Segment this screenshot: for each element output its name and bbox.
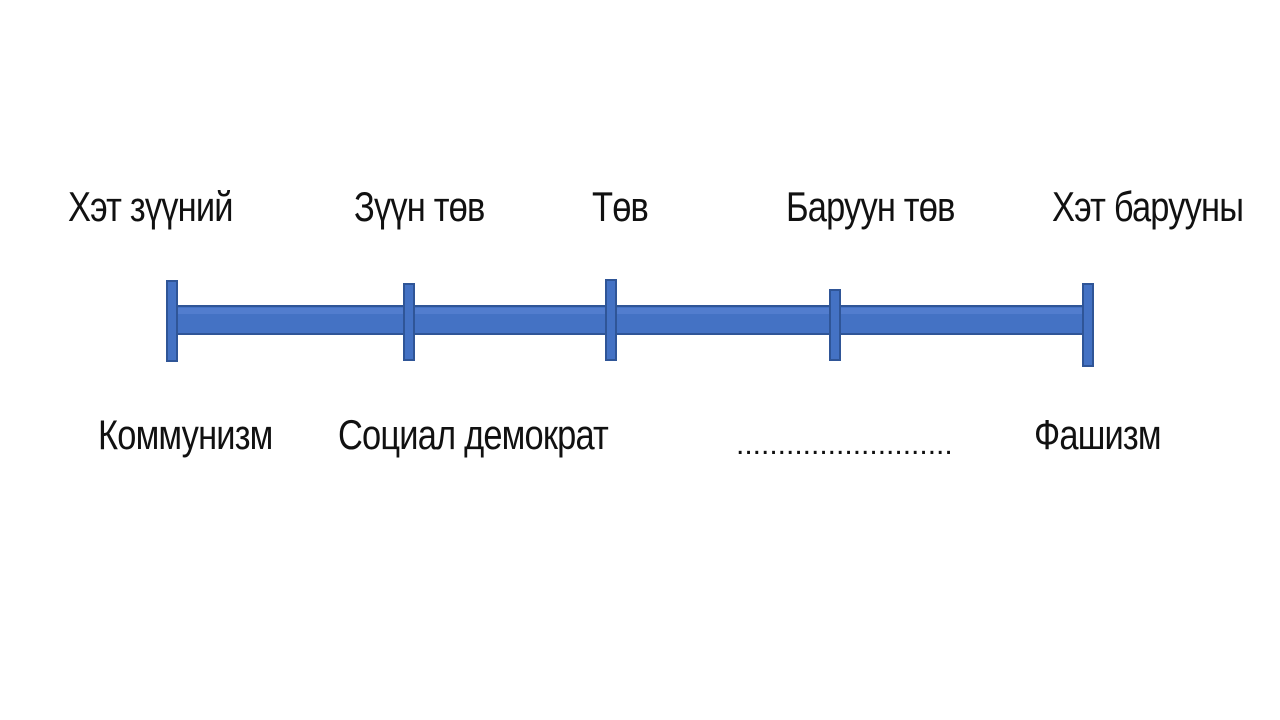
label-center-right: Баруун төв [786, 183, 955, 230]
label-communism: Коммунизм [98, 411, 273, 458]
label-center: Төв [592, 183, 649, 230]
spectrum-bar-highlight [174, 308, 1088, 314]
label-far-left: Хэт зүүний [68, 183, 233, 230]
label-center-left: Зүүн төв [354, 183, 485, 230]
label-fascism: Фашизм [1034, 411, 1162, 458]
label-social-democracy: Социал демократ [338, 411, 609, 458]
tick-center [605, 279, 617, 361]
tick-far-right [1082, 283, 1094, 367]
label-far-right: Хэт барууны [1052, 183, 1244, 230]
tick-far-left [166, 280, 178, 362]
tick-center-left [403, 283, 415, 361]
label-blank-placeholder: .......................... [736, 428, 953, 461]
tick-center-right [829, 289, 841, 361]
